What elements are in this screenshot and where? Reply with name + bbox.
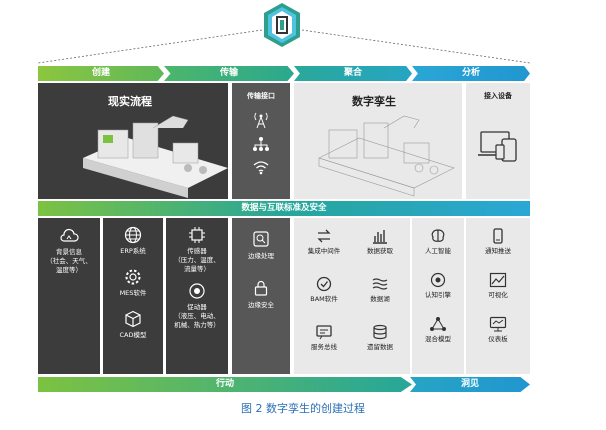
sensor-detail-line3: 流量等）: [184, 265, 210, 273]
context-label-line3: 温度等）: [56, 266, 82, 274]
bar-chart-icon: [373, 230, 387, 244]
stage-aggregate: 聚合: [294, 66, 412, 81]
edge-column: 边缘处理 边缘安全: [232, 218, 290, 374]
edge-processing-icon: [253, 231, 269, 247]
network-icon: [253, 137, 269, 151]
mobile-icon: [493, 228, 503, 244]
data-lake-label: 数据湖: [370, 295, 390, 303]
real-process-title: 现实流程: [108, 95, 152, 108]
chip-icon: [189, 227, 205, 243]
digital-twin-panel: 数字孪生: [294, 83, 462, 199]
digital-twin-title: 数字孪生: [352, 95, 396, 108]
cognitive-engine-label: 认知引擎: [425, 291, 451, 299]
lock-icon: [254, 280, 268, 296]
actuator-label: 促动器: [187, 303, 207, 311]
bam-label: BAM软件: [310, 295, 338, 303]
dashboard-icon: [489, 316, 507, 332]
cube-icon: [125, 310, 141, 328]
action-arrow: 行动: [38, 377, 412, 392]
database-icon: [373, 324, 387, 340]
hybrid-model-icon: [430, 317, 446, 331]
transport-interface-panel: 传输接口: [232, 83, 290, 199]
insight-arrow: 洞见: [410, 377, 530, 392]
actuator-icon: [189, 283, 205, 299]
twin-logo-icon: [262, 2, 302, 48]
transport-interface-title: 传输接口: [247, 92, 275, 100]
enterprise-systems-column: ERP系统 MES软件 CAD模型: [103, 218, 163, 374]
notification-label: 通知推送: [485, 247, 511, 255]
actuator-detail-line2: （液压、电动、: [174, 312, 220, 320]
visualization-icon: [489, 272, 507, 288]
sensor-label: 传感器: [187, 247, 207, 255]
dashboard-label: 仪表板: [488, 335, 508, 343]
context-info-column: 背景信息 （社会、天气、 温度等）: [38, 218, 100, 374]
factory-illustration: [83, 115, 228, 198]
edge-security-label: 边缘安全: [248, 301, 274, 309]
sensor-detail-line2: （压力、温度、: [174, 256, 220, 264]
middleware-label: 集成中间件: [307, 247, 341, 255]
cad-label: CAD模型: [119, 331, 147, 339]
wireframe-factory-illustration: [318, 115, 455, 197]
edge-processing-label: 边缘处理: [248, 252, 274, 260]
bam-icon: [316, 276, 332, 292]
aggregation-column: 集成中间件 数据获取 BAM软件 数据湖 服务总线 遗留数据: [294, 218, 410, 374]
access-device-panel: 接入设备: [466, 83, 530, 199]
service-bus-icon: [316, 325, 332, 340]
service-bus-label: 服务总线: [311, 343, 337, 351]
sync-icon: [317, 229, 331, 243]
stage-create: 创建: [38, 66, 164, 81]
data-lake-icon: [372, 278, 388, 290]
standards-security-banner: 数据与互联标准及安全: [38, 201, 530, 216]
globe-icon: [124, 226, 142, 244]
antenna-icon: [254, 112, 268, 129]
real-process-panel: 现实流程: [38, 83, 228, 199]
cloud-icon: [60, 228, 79, 242]
gear-icon: [125, 269, 141, 285]
stage-analyze: 分析: [412, 66, 530, 81]
figure-caption: 图 2 数字孪生的创建过程: [241, 402, 365, 415]
cognitive-engine-icon: [430, 272, 446, 288]
hybrid-model-label: 混合模型: [425, 335, 451, 343]
erp-label: ERP系统: [120, 247, 146, 255]
wifi-icon: [253, 161, 269, 175]
output-column: 通知推送 可视化 仪表板: [466, 218, 530, 374]
visualization-label: 可视化: [488, 291, 508, 299]
ai-label: 人工智能: [425, 247, 451, 255]
brain-icon: [431, 229, 445, 242]
mes-label: MES软件: [119, 289, 147, 297]
sensors-actuators-column: 传感器 （压力、温度、 流量等） 促动器 （液压、电动、 机械、热力等）: [166, 218, 228, 374]
stage-transmit: 传输: [164, 66, 294, 81]
context-label-line2: （社会、天气、: [46, 257, 92, 265]
analytics-column: 人工智能 认知引擎 混合模型: [412, 218, 464, 374]
context-label: 背景信息: [56, 248, 82, 256]
legacy-data-label: 遗留数据: [367, 343, 393, 351]
data-acquisition-label: 数据获取: [367, 247, 393, 255]
logo-connector-lines: [37, 29, 531, 64]
access-device-title: 接入设备: [484, 92, 512, 100]
devices-icon: [478, 131, 517, 162]
actuator-detail-line3: 机械、热力等）: [174, 321, 220, 329]
